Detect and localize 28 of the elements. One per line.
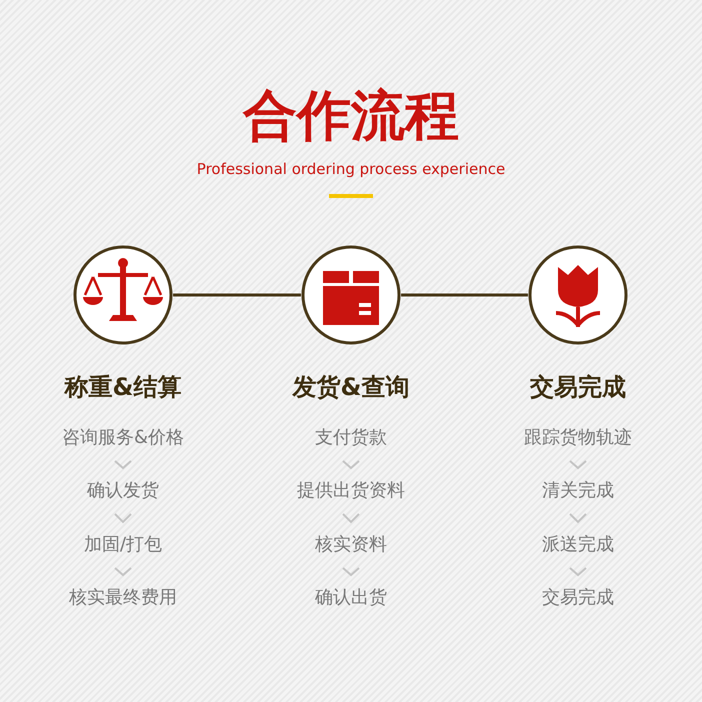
step-heading: 称重&结算 bbox=[64, 373, 182, 401]
step-text: 咨询服务&价格 bbox=[62, 427, 184, 449]
step-text: 清关完成 bbox=[542, 480, 614, 502]
title: 合作流程 bbox=[243, 84, 459, 147]
chevron-arrow bbox=[342, 513, 360, 524]
chevron-arrow bbox=[114, 513, 132, 524]
step-heading: 发货&查询 bbox=[292, 373, 410, 401]
step-text: 交易完成 bbox=[542, 587, 614, 609]
chevron-arrow bbox=[114, 567, 132, 576]
chevron-arrow bbox=[342, 567, 360, 576]
connector-line bbox=[401, 294, 528, 296]
step-text: 核实最终费用 bbox=[69, 587, 177, 609]
step-text: 支付货款 bbox=[315, 427, 387, 449]
step-heading: 交易完成 bbox=[530, 373, 626, 401]
step-text: 确认发货 bbox=[87, 480, 159, 502]
step-text: 派送完成 bbox=[542, 534, 614, 556]
chevron-arrow bbox=[342, 460, 360, 470]
step-text: 加固/打包 bbox=[84, 534, 162, 556]
step-text: 跟踪货物轨迹 bbox=[524, 427, 632, 449]
subtitle: Professional ordering process experience bbox=[196, 160, 506, 178]
step-text: 核实资料 bbox=[315, 534, 387, 556]
chevron-arrow bbox=[569, 513, 587, 524]
chevron-arrow bbox=[114, 460, 132, 470]
chevron-arrow bbox=[569, 460, 587, 470]
connector-line bbox=[173, 294, 301, 296]
step-text: 确认出货 bbox=[315, 587, 387, 609]
chevron-arrow bbox=[569, 567, 587, 576]
step-text: 提供出货资料 bbox=[297, 480, 405, 502]
